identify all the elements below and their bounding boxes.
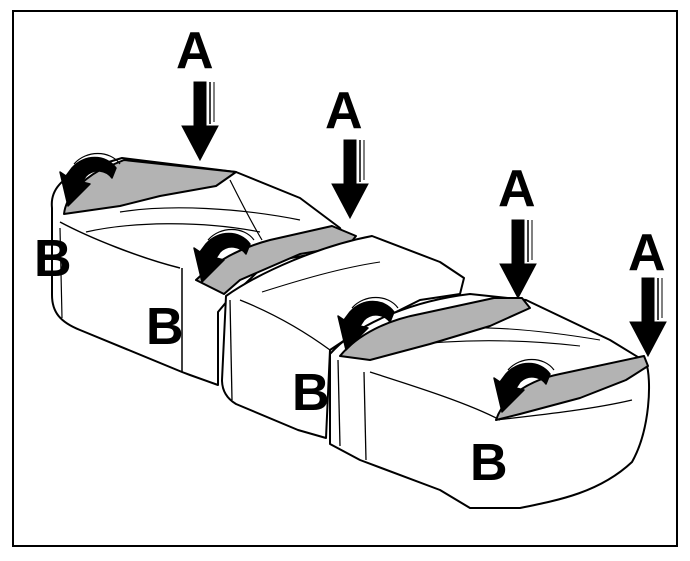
callout-a-2: A <box>325 82 363 140</box>
callout-b-3: B <box>292 364 330 422</box>
callout-a-4: A <box>628 224 666 282</box>
callout-b-4: B <box>470 434 508 492</box>
callout-a-1: A <box>176 22 214 80</box>
down-arrow-icon <box>331 139 369 219</box>
callout-b-2: B <box>146 298 184 356</box>
down-arrow-icon <box>499 219 537 299</box>
down-arrow-icon <box>629 277 667 357</box>
callout-a-3: A <box>498 160 536 218</box>
down-arrow-icon <box>181 81 219 161</box>
callout-b-1: B <box>34 230 72 288</box>
